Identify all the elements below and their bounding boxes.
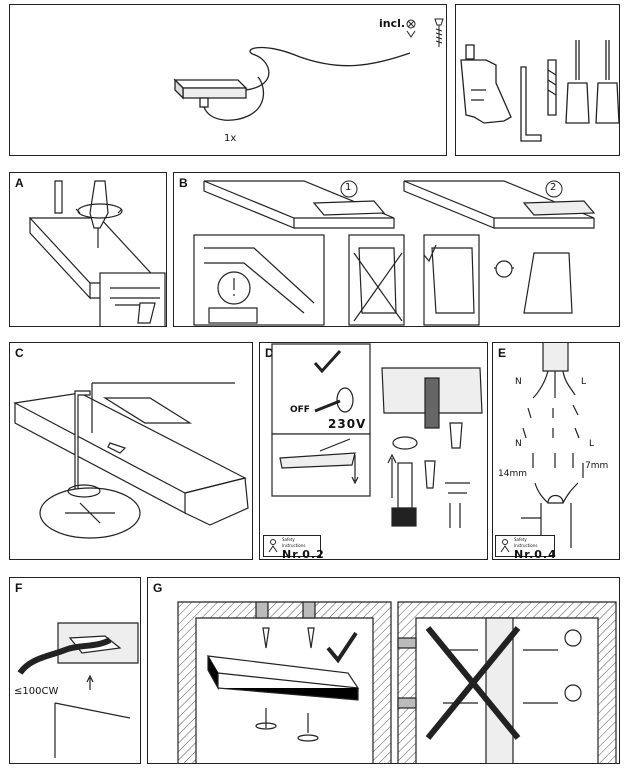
panel-d-label: D bbox=[265, 346, 274, 360]
panel-e-label: E bbox=[498, 346, 507, 360]
panel-c-label: C bbox=[15, 346, 24, 360]
safety-person-icon bbox=[268, 539, 278, 553]
safety-reference: Nr.0.2 bbox=[282, 548, 325, 560]
panel-c-drawing bbox=[13, 382, 249, 539]
safety-instructions-badge-e: Safety Instructions Nr.0.4 bbox=[495, 535, 557, 560]
panel-c: C bbox=[9, 342, 253, 560]
tools-icons bbox=[460, 40, 619, 142]
step-1-label: 1 bbox=[345, 182, 352, 193]
temperature-label: ≤100CW bbox=[14, 686, 59, 697]
live-label: L bbox=[581, 377, 587, 387]
panel-b-label: B bbox=[179, 176, 188, 190]
safety-person-icon bbox=[500, 539, 510, 553]
panel-g: G bbox=[147, 577, 620, 764]
screw-icon bbox=[406, 18, 444, 47]
panel-d-drawing bbox=[271, 343, 483, 528]
panel-a-label: A bbox=[15, 176, 24, 190]
panel-f-drawing bbox=[17, 622, 139, 758]
panel-a-drawing bbox=[28, 180, 166, 326]
panel-e: E N L N L 14mm 7mm Safety Instructions N… bbox=[492, 342, 620, 560]
live-label-2: L bbox=[589, 439, 595, 449]
step-2-label: 2 bbox=[550, 182, 557, 193]
included-label: incl. bbox=[379, 17, 406, 30]
off-label: OFF bbox=[290, 405, 310, 415]
panel-b-drawing bbox=[193, 180, 596, 326]
panel-g-drawing bbox=[177, 601, 617, 763]
panel-d: D OFF 230V Safety Instructions Nr.0.2 bbox=[259, 342, 488, 560]
quantity-label: 1x bbox=[224, 133, 237, 144]
safety-reference: Nr.0.4 bbox=[514, 548, 557, 560]
track-connector-drawing bbox=[173, 46, 411, 121]
product-panel: incl. 1x bbox=[9, 4, 447, 156]
strip-length-long: 14mm bbox=[498, 469, 527, 479]
panel-e-drawing bbox=[521, 343, 584, 548]
panel-f-label: F bbox=[15, 581, 23, 595]
safety-title: Safety Instructions bbox=[514, 537, 538, 548]
tools-panel bbox=[455, 4, 620, 156]
safety-title: Safety Instructions bbox=[282, 537, 306, 548]
voltage-label: 230V bbox=[328, 417, 367, 431]
panel-f: F ≤100CW bbox=[9, 577, 141, 764]
neutral-label: N bbox=[515, 377, 522, 387]
neutral-label-2: N bbox=[515, 439, 522, 449]
strip-length-short: 7mm bbox=[585, 461, 609, 471]
panel-a: A bbox=[9, 172, 167, 327]
safety-instructions-badge: Safety Instructions Nr.0.2 bbox=[263, 535, 325, 560]
drill-icon bbox=[465, 44, 475, 60]
panel-b: B 1 2 bbox=[173, 172, 620, 327]
panel-g-label: G bbox=[153, 581, 163, 595]
